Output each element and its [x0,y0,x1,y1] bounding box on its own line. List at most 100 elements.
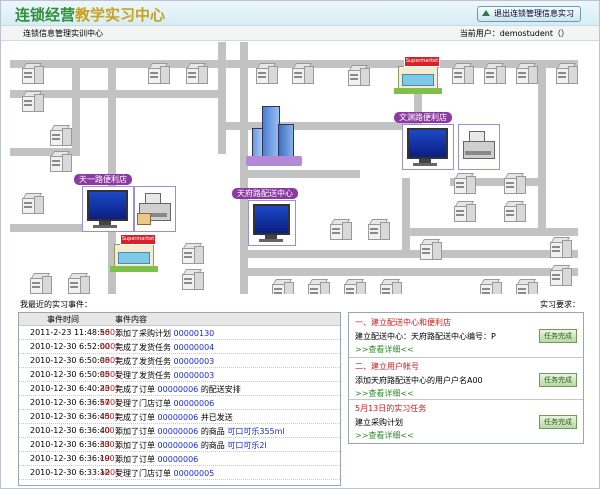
building-icon [549,236,572,258]
road [72,60,80,150]
logo-text-2: 教学实习中心 [75,6,166,24]
road [240,268,578,276]
recent-events-title: 我最近的实习事件： [20,300,92,309]
building-icon [185,62,208,84]
current-user: 当前用户：demostudent（） [460,28,569,39]
event-content: 添加了订单 00000006 [115,454,198,465]
task-description: 建立采购计划 [355,418,403,427]
building-icon [453,200,476,222]
event-content: 完成了发货任务 00000003 [115,356,214,367]
view-details-link[interactable]: >>查看详细<< [355,431,414,440]
event-number: 00000005 [173,469,215,478]
building-icon [367,218,390,240]
column-header-content: 事件内容 [115,315,147,324]
event-number: 00000006 [157,413,199,422]
event-action: 添加了订单 [115,441,155,450]
table-row: 2010-12-30 6:33:12 a001 受理了门店订单 00000005 [19,467,340,480]
event-user: c001 [100,440,120,449]
event-action: 受理了门店订单 [115,469,171,478]
exit-button[interactable]: 退出连锁管理信息实习 [477,6,581,22]
event-user: a001 [100,356,121,365]
view-details-link[interactable]: >>查看详细<< [355,345,414,354]
requirements-panel: 一、建立配送中心和便利店 建立配送中心：天府路配送中心编号：P >>查看详细<<… [348,312,584,444]
table-row: 2010-12-30 6:36:40 c001 添加了订单 00000006 的… [19,425,340,438]
building-icon [483,62,506,84]
building-icon [181,268,204,290]
exit-button-label: 退出连锁管理信息实习 [494,9,574,18]
building-icon [343,278,366,294]
task-item: 一、建立配送中心和便利店 建立配送中心：天府路配送中心编号：P >>查看详细<<… [349,313,583,358]
event-product: 可口可乐355ml [227,427,285,436]
pos-terminal-icon[interactable] [402,124,454,170]
event-content: 受理了门店订单 00000005 [115,468,214,479]
table-row: 2010-12-30 6:36:19 c001 添加了订单 00000006 [19,453,340,466]
building-icon [503,172,526,194]
city-map: Supermarket Supermarket 天一路便利店 文渊路便利店 天府… [10,42,578,294]
event-time: 2010-12-30 6:36:19 [30,454,110,463]
event-time: 2011-2-23 11:48:56 [30,328,110,337]
event-action: 完成了发货任务 [115,357,171,366]
building-icon [347,64,370,86]
cash-register-icon[interactable] [458,124,500,170]
building-icon [451,62,474,84]
event-content: 完成了订单 00000006 并已发送 [115,412,233,423]
building-icon [379,278,402,294]
event-action: 完成了订单 [115,413,155,422]
event-action: 添加了采购计划 [115,329,171,338]
table-row: 2010-12-30 6:36:33 c001 添加了订单 00000006 的… [19,439,340,452]
building-icon [29,272,52,294]
event-user: a001 [100,398,121,407]
road [402,228,578,236]
event-content: 完成了订单 00000006 的配送安排 [115,384,241,395]
table-row: 2011-2-23 11:48:56 a001 添加了采购计划 00000130 [19,327,340,340]
building-icon [291,62,314,84]
event-user: c001 [100,426,120,435]
event-user: c001 [100,412,120,421]
table-row: 2010-12-30 6:36:57 a001 受理了门店订单 00000006 [19,397,340,410]
road [240,42,248,294]
view-details-link[interactable]: >>查看详细<< [355,389,414,398]
task-complete-button[interactable]: 任务完成 [539,373,577,387]
building-icon [515,278,538,294]
pos-terminal-icon[interactable] [248,200,296,246]
task-complete-button[interactable]: 任务完成 [539,329,577,343]
building-icon [329,218,352,240]
store-label-distribution-center[interactable]: 天府路配送中心 [232,188,298,199]
road [240,170,360,178]
store-label-wenyuan[interactable]: 文渊路便利店 [394,112,452,123]
event-number: 00000003 [173,371,215,380]
shop-sign-text: Supermarket [120,234,156,245]
event-time: 2010-12-30 6:50:05 [30,370,110,379]
event-extra: 的商品 [200,441,225,450]
logo-text-1: 连锁经营 [15,6,76,24]
table-row: 2010-12-30 6:52:00 b001 完成了发货任务 00000004 [19,341,340,354]
current-user-close: ） [561,29,569,38]
event-user: a001 [100,468,121,477]
building-icon [49,150,72,172]
task-item: 二、建立用户帐号 添加天府路配送中心的用户户名A00 >>查看详细<< 任务完成 [349,357,583,400]
task-complete-button[interactable]: 任务完成 [539,415,577,429]
header-bar: 连锁经营教学实习中心 退出连锁管理信息实习 [1,1,599,25]
task-title: 5月13日的实习任务 [355,404,427,413]
event-product: 可口可乐2l [227,441,267,450]
building-icon [555,62,578,84]
building-icon [419,238,442,260]
supermarket-icon[interactable]: Supermarket [110,234,158,274]
table-row: 2010-12-30 6:50:05 a001 受理了发货任务 00000003 [19,369,340,382]
sub-header-bar: 连锁信息管理实训中心 当前用户：demostudent（） [1,25,599,41]
supermarket-icon[interactable]: Supermarket [394,56,442,96]
task-item: 5月13日的实习任务 建立采购计划 >>查看详细<< 任务完成 [349,399,583,443]
pos-terminal-icon[interactable] [82,186,134,232]
event-number: 00000006 [157,385,199,394]
store-label-tianyi[interactable]: 天一路便利店 [74,174,132,185]
column-header-time: 事件时间 [47,315,79,324]
event-time: 2010-12-30 6:52:00 [30,342,110,351]
event-extra: 的配送安排 [200,385,241,394]
event-action: 添加了订单 [115,427,155,436]
event-time: 2010-12-30 6:36:57 [30,398,110,407]
cash-register-icon[interactable] [134,186,176,232]
distribution-center-building-icon[interactable] [246,106,302,170]
building-icon [307,278,330,294]
recent-events-table: 事件时间 事件内容 2011-2-23 11:48:56 a001 添加了采购计… [18,312,341,486]
event-time: 2010-12-30 6:40:23 [30,384,110,393]
